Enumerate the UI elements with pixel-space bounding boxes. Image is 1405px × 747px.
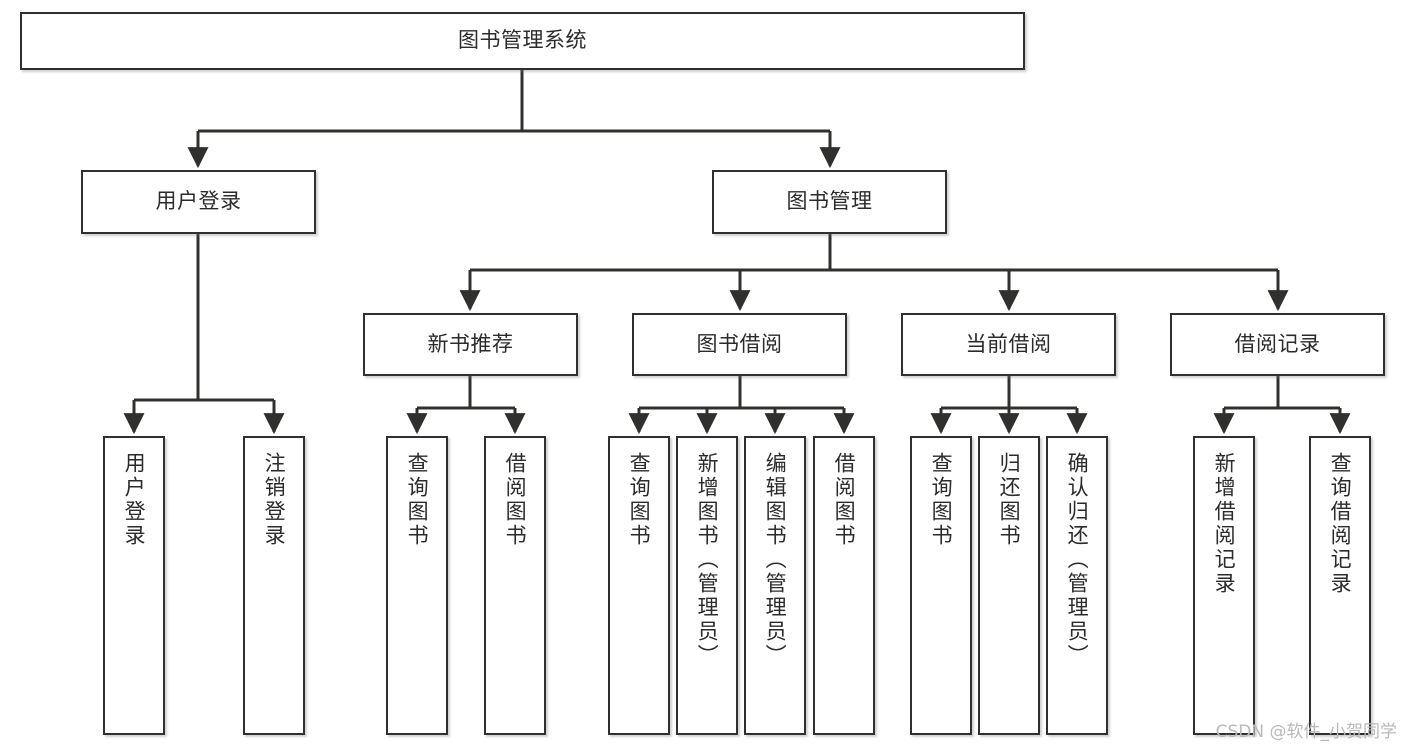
node-leaf-query-book-3[interactable]: 查询图书	[910, 436, 972, 735]
node-user-login-label: 用户登录	[155, 189, 242, 214]
node-leaf-query-book-3-label: 查询图书	[929, 452, 954, 548]
node-current-borrow-label: 当前借阅	[965, 331, 1052, 356]
node-leaf-user-login-label: 用户登录	[122, 452, 147, 548]
node-borrow-record[interactable]: 借阅记录	[1170, 313, 1385, 376]
node-leaf-query-record-label: 查询借阅记录	[1328, 452, 1353, 596]
node-book-manage[interactable]: 图书管理	[712, 170, 947, 234]
node-borrow-record-label: 借阅记录	[1234, 331, 1321, 356]
node-leaf-query-book-1[interactable]: 查询图书	[386, 436, 448, 735]
node-new-book-rec-label: 新书推荐	[427, 331, 514, 356]
node-leaf-user-logout-label: 注销登录	[262, 452, 287, 548]
node-leaf-add-book-label: 新增图书（管理员）	[695, 452, 720, 668]
node-leaf-borrow-book-2-label: 借阅图书	[832, 452, 857, 548]
node-leaf-return-book[interactable]: 归还图书	[978, 436, 1040, 735]
node-leaf-add-record-label: 新增借阅记录	[1212, 452, 1237, 596]
node-root-label: 图书管理系统	[458, 28, 587, 53]
node-root[interactable]: 图书管理系统	[20, 12, 1025, 70]
node-leaf-edit-book-label: 编辑图书（管理员）	[763, 452, 788, 668]
node-leaf-add-record[interactable]: 新增借阅记录	[1193, 436, 1255, 735]
node-book-borrow[interactable]: 图书借阅	[632, 313, 847, 376]
node-leaf-confirm-return[interactable]: 确认归还（管理员）	[1046, 436, 1108, 735]
node-leaf-borrow-book-1-label: 借阅图书	[503, 452, 528, 548]
node-user-login[interactable]: 用户登录	[81, 170, 316, 234]
node-leaf-borrow-book-1[interactable]: 借阅图书	[484, 436, 546, 735]
node-leaf-confirm-return-label: 确认归还（管理员）	[1065, 452, 1090, 668]
node-leaf-add-book[interactable]: 新增图书（管理员）	[676, 436, 738, 735]
node-leaf-return-book-label: 归还图书	[997, 452, 1022, 548]
node-leaf-query-book-1-label: 查询图书	[405, 452, 430, 548]
node-leaf-edit-book[interactable]: 编辑图书（管理员）	[744, 436, 806, 735]
node-book-borrow-label: 图书借阅	[696, 331, 783, 356]
node-leaf-query-record[interactable]: 查询借阅记录	[1309, 436, 1371, 735]
node-book-manage-label: 图书管理	[786, 189, 873, 214]
node-new-book-rec[interactable]: 新书推荐	[363, 313, 578, 376]
node-current-borrow[interactable]: 当前借阅	[901, 313, 1116, 376]
node-leaf-query-book-2-label: 查询图书	[627, 452, 652, 548]
node-leaf-user-login[interactable]: 用户登录	[103, 436, 165, 735]
node-leaf-query-book-2[interactable]: 查询图书	[608, 436, 670, 735]
node-leaf-user-logout[interactable]: 注销登录	[243, 436, 305, 735]
node-leaf-borrow-book-2[interactable]: 借阅图书	[813, 436, 875, 735]
